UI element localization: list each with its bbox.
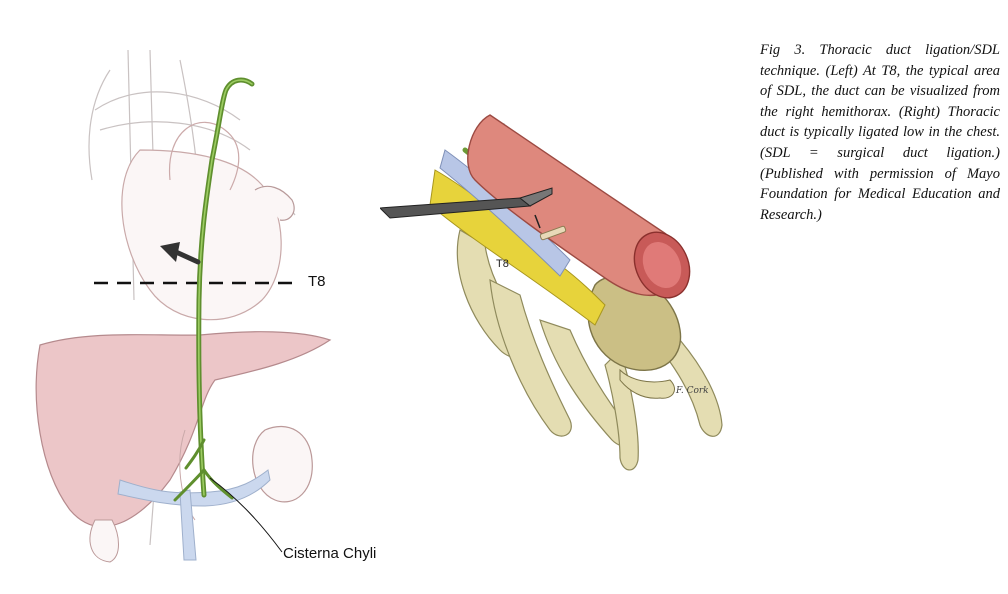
aorta-tube <box>467 114 684 297</box>
kidney-shape <box>252 425 313 503</box>
t8-label: T8 <box>308 273 326 290</box>
artist-signature: F. Cork <box>676 386 709 396</box>
left-anatomy-illustration <box>35 49 332 563</box>
figure-caption: Fig 3. Thoracic duct ligation/SDL techni… <box>760 42 1000 223</box>
t8-label-right: T8 <box>496 258 509 270</box>
cisterna-chyli-label: Cisterna Chyli <box>283 545 377 562</box>
direction-arrow <box>173 249 201 265</box>
right-surgical-illustration <box>380 114 723 471</box>
